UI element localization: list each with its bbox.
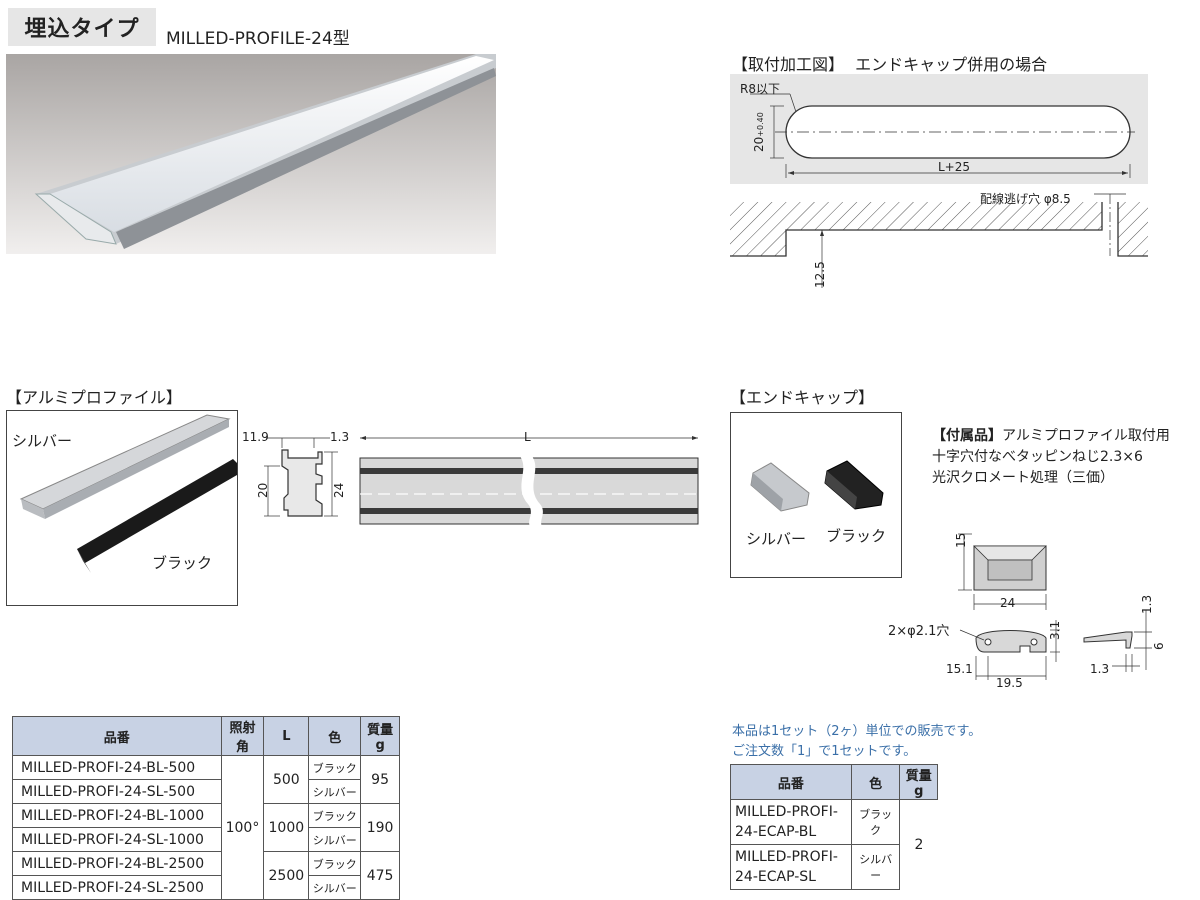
cap-part-line-1: MILLED-PROFI- — [735, 849, 838, 865]
th-mass: 質量g — [360, 716, 400, 756]
endcap-table-header: 品番 色 質量g — [730, 764, 938, 800]
accessory-head: 【付属品】 — [932, 428, 1002, 444]
th-cap-color: 色 — [850, 764, 901, 800]
cap-dim-19-5: 19.5 — [996, 676, 1023, 690]
hole-label: 配線逃げ穴 φ8.5 — [980, 192, 1071, 206]
accessory-line-1: 【付属品】アルミプロファイル取付用 — [932, 426, 1170, 447]
height-tol-plus: +0.4 — [756, 117, 765, 137]
dim-11-9: 11.9 — [242, 430, 269, 444]
mounting-title: 【取付加工図】 エンドキャップ併用の場合 — [732, 51, 1047, 75]
length-cell: 2500 — [263, 851, 310, 900]
mounting-drawing — [730, 74, 1148, 294]
color-cell: シルバー — [308, 827, 362, 852]
endcap-spec-table: 品番 色 質量g MILLED-PROFI- 24-ECAP-BL ブラック 2… — [730, 764, 938, 890]
endcap-title: 【エンドキャップ】 — [730, 388, 875, 407]
aluminum-silver-label: シルバー — [12, 432, 73, 450]
mass-cell: 475 — [360, 851, 400, 900]
aluminum-black-label: ブラック — [152, 554, 213, 572]
table-row: MILLED-PROFI-24-SL-2500 シルバー — [12, 875, 400, 900]
cap-dim-15-1: 15.1 — [946, 662, 973, 676]
dim-24: 24 — [332, 482, 346, 498]
dim-L: L — [524, 430, 531, 444]
depth-label: 12.5 — [813, 261, 827, 288]
color-cell: ブラック — [308, 755, 362, 780]
accessory-line-3: 光沢クロメート処理（三価） — [932, 470, 1114, 486]
th-color: 色 — [308, 716, 362, 756]
part-number: MILLED-PROFI-24-BL-2500 — [12, 851, 222, 876]
cap-dim-24: 24 — [1000, 596, 1016, 610]
part-number: MILLED-PROFI-24-SL-2500 — [12, 875, 222, 900]
profile-spec-table: 品番 照射角 L 色 質量g MILLED-PROFI-24-BL-500 10… — [12, 716, 400, 900]
accessory-note: 【付属品】アルミプロファイル取付用 十字穴付なべタッピンねじ2.3×6 光沢クロ… — [932, 426, 1170, 489]
model-label: MILLED-PROFILE-24型 — [166, 29, 350, 49]
table-row: MILLED-PROFI-24-BL-2500 2500 ブラック 475 — [12, 851, 400, 900]
mounting-subtitle: エンドキャップ併用の場合 — [855, 55, 1048, 74]
angle-cell: 100° — [220, 755, 265, 900]
table-row: MILLED-PROFI- 24-ECAP-SL シルバー — [730, 844, 938, 890]
endcap-note-2: ご注文数「1」で1セットです。 — [732, 744, 917, 759]
cap-dim-hole: 2×φ2.1穴 — [888, 624, 950, 639]
mass-cell: 95 — [360, 755, 400, 804]
type-label: 埋込タイプ — [8, 8, 156, 46]
cap-dim-3-1: 3.1 — [1048, 620, 1062, 640]
th-angle: 照射角 — [220, 716, 265, 756]
length-cell: 1000 — [263, 803, 310, 852]
accessory-line-2: 十字穴付なべタッピンねじ2.3×6 — [932, 449, 1143, 465]
length-label: L+25 — [938, 160, 971, 174]
cap-dim-6: 6 — [1152, 642, 1166, 650]
table-row: MILLED-PROFI- 24-ECAP-BL ブラック 2 — [730, 799, 938, 890]
table-row: MILLED-PROFI-24-SL-1000 シルバー — [12, 827, 400, 852]
length-cell: 500 — [263, 755, 310, 804]
profile-cross-section — [240, 424, 350, 528]
cap-part-number: MILLED-PROFI- 24-ECAP-BL — [730, 799, 852, 845]
mounting-title-text: 【取付加工図】 — [732, 55, 845, 74]
dim-20: 20 — [256, 482, 270, 498]
th-length: L — [263, 716, 310, 756]
color-cell: シルバー — [308, 779, 362, 804]
part-number: MILLED-PROFI-24-BL-500 — [12, 755, 222, 780]
cap-mass-cell: 2 — [899, 799, 938, 890]
part-number: MILLED-PROFI-24-SL-1000 — [12, 827, 222, 852]
height-value: 20 — [752, 136, 766, 152]
endcap-black-label: ブラック — [826, 527, 887, 545]
cap-part-line-2: 24-ECAP-SL — [735, 869, 816, 885]
cap-dim-1-3b: 1.3 — [1090, 662, 1110, 676]
th-cap-part: 品番 — [730, 764, 852, 800]
product-photo — [6, 54, 496, 254]
profile-table-header: 品番 照射角 L 色 質量g — [12, 716, 400, 756]
cap-dim-15: 15 — [954, 532, 968, 548]
cap-color-cell: ブラック — [850, 799, 901, 845]
part-number: MILLED-PROFI-24-BL-1000 — [12, 803, 222, 828]
part-number: MILLED-PROFI-24-SL-500 — [12, 779, 222, 804]
table-row: MILLED-PROFI-24-BL-1000 1000 ブラック 190 — [12, 803, 400, 852]
endcap-drawing — [880, 520, 1180, 690]
cap-color-cell: シルバー — [850, 844, 901, 890]
table-row: MILLED-PROFI-24-SL-500 シルバー — [12, 779, 400, 804]
cap-part-number: MILLED-PROFI- 24-ECAP-SL — [730, 844, 852, 890]
th-cap-mass: 質量g — [899, 764, 938, 800]
th-part: 品番 — [12, 716, 222, 756]
color-cell: シルバー — [308, 875, 362, 900]
accessory-tail: アルミプロファイル取付用 — [1002, 428, 1170, 444]
endcap-photo — [730, 412, 902, 578]
color-cell: ブラック — [308, 851, 362, 876]
height-tol-minus: 0 — [756, 112, 765, 118]
mass-cell: 190 — [360, 803, 400, 852]
radius-label: R8以下 — [740, 82, 780, 96]
aluminum-title: 【アルミプロファイル】 — [6, 388, 182, 407]
table-row: MILLED-PROFI-24-BL-500 100° 500 ブラック 95 — [12, 755, 400, 900]
color-cell: ブラック — [308, 803, 362, 828]
cap-dim-1-3a: 1.3 — [1140, 594, 1154, 614]
endcap-silver-label: シルバー — [746, 530, 807, 548]
aluminum-photo — [6, 410, 238, 606]
profile-long-view — [356, 428, 702, 528]
cap-part-line-2: 24-ECAP-BL — [735, 824, 817, 840]
cap-part-line-1: MILLED-PROFI- — [735, 804, 838, 820]
dim-1-3: 1.3 — [330, 430, 350, 444]
endcap-note-1: 本品は1セット（2ヶ）単位での販売です。 — [732, 724, 982, 739]
height-label: 20+0.40 — [752, 108, 766, 152]
